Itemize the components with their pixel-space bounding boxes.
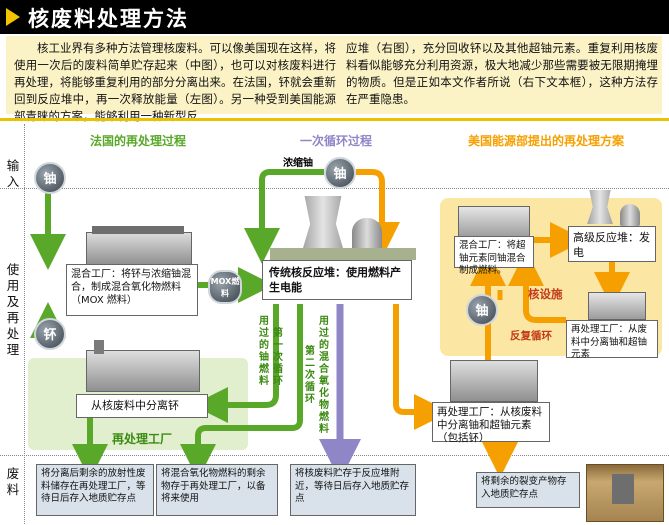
usdoe-mixing-plant-box: 混合工厂：将超铀元素同铀混合制成燃料。 <box>454 236 534 276</box>
first-cycle-label: 第一次循环 <box>273 328 283 387</box>
conventional-reactor-box: 传统核反应堆：使用燃料产生电能 <box>262 260 412 300</box>
uranium-fuel-icon: 铀 <box>324 157 356 189</box>
core-facility-label: 核设施 <box>528 287 563 301</box>
arrow-repeat-cycle <box>508 250 566 323</box>
usdoe-lower-reprocessing-box: 再处理工厂：从核废料中分离铀和超铀元素（包括钚） <box>432 402 550 444</box>
separate-plutonium-box: 从核废料中分离钚 <box>76 394 208 418</box>
mixing-plant-roof-icon <box>92 226 184 234</box>
column-title-france: 法国的再处理过程 <box>90 134 187 148</box>
intro-text-right: 应堆（右图），充分回收钚以及其他超铀元素。重复利用核废料看似能够充分利用资源，极… <box>346 41 658 106</box>
reactor-dome-icon <box>352 218 382 252</box>
row-label-waste: 废料 <box>6 466 20 497</box>
advanced-reactor-dome-icon <box>620 204 640 226</box>
arrow-input-to-reactor <box>244 169 324 264</box>
reactor-base-icon <box>270 248 416 260</box>
row-divider <box>0 188 669 189</box>
section-divider <box>0 118 669 121</box>
waste-storage-left-box: 将分离后剩余的放射性废料储存在再处理工厂，等待日后存入地质贮存点 <box>36 464 154 516</box>
uranium-fuel-icon: 铀 <box>466 294 498 326</box>
arrow-reactor-to-usdoe-reprocessing <box>393 304 450 430</box>
spent-mox-fuel-label: 用过的混合氧化物燃料 <box>319 316 329 435</box>
mox-fuel-tag: MOX燃料 <box>208 270 242 304</box>
spent-uranium-fuel-label: 用过的铀燃料 <box>259 316 269 387</box>
usdoe-lower-reprocessing-building-icon <box>450 360 538 402</box>
page-title: 核废料处理方法 <box>28 7 189 31</box>
uranium-fuel-icon: 铀 <box>34 162 66 194</box>
row-label-use: 使用及再处理 <box>6 262 20 357</box>
column-title-usdoe: 美国能源部提出的再处理方案 <box>468 134 625 148</box>
plutonium-fuel-icon: 钚 <box>34 318 66 350</box>
mixing-plant-box: 混合工厂：将钚与浓缩铀混合，制成混合氧化物燃料（MOX 燃料） <box>66 264 198 316</box>
column-title-once: 一次循环过程 <box>300 134 373 148</box>
arrow-reactor-to-mox-storage <box>180 304 303 480</box>
title-bar <box>0 0 669 34</box>
waste-storage-right-box: 将混合氧化物燃料的剩余物存于再处理工厂，以备将来使用 <box>156 464 278 516</box>
repeat-cycle-label: 反复循环 <box>510 330 552 342</box>
row-label-input: 输入 <box>6 158 20 189</box>
mixing-plant-building-icon <box>86 232 192 266</box>
reprocessing-chimney-icon <box>94 340 104 354</box>
advanced-reactor-box: 高级反应堆：发电 <box>568 226 656 262</box>
second-cycle-label: 第二次循环 <box>305 346 315 405</box>
enriched-uranium-label: 浓缩铀 <box>283 158 313 169</box>
reprocessing-plant-building-icon <box>86 350 200 392</box>
intro-text-left: 核工业界有多种方法管理核废料。可以像美国现在这样，将使用一次后的废料简单贮存起来… <box>14 41 336 123</box>
repository-shaft-icon <box>612 474 634 504</box>
onsite-storage-box: 将核废料贮存于反应堆附近，等待日后存入地质贮存点 <box>290 464 416 516</box>
usdoe-upper-reprocessing-box: 再处理工厂：从废料中分离铀和超铀元素 <box>566 320 658 360</box>
reprocessing-plant-label: 再处理工厂 <box>112 432 173 446</box>
usdoe-mixing-plant-building-icon <box>458 206 530 238</box>
row-label-column-divider <box>24 124 25 524</box>
repository-storage-box: 将剩余的裂变产物存入地质贮存点 <box>476 472 580 508</box>
arrow-reactor-to-reprocessing <box>192 304 279 423</box>
arrow-orange-input <box>356 169 400 258</box>
intro-panel <box>6 36 662 114</box>
usdoe-upper-reprocessing-building-icon <box>588 292 646 320</box>
play-arrow-icon <box>6 8 20 26</box>
